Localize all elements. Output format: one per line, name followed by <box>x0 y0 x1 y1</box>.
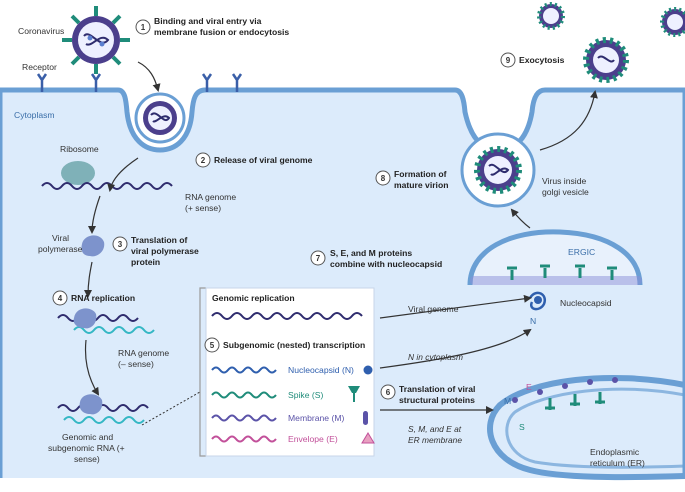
coronavirus-label: Coronavirus <box>18 26 64 36</box>
step-3-line3: protein <box>131 257 160 267</box>
membrane-icon <box>363 411 368 425</box>
step-8-line2: mature virion <box>394 180 448 190</box>
ribosome-icon <box>61 161 95 185</box>
cytoplasm-label: Cytoplasm <box>14 110 55 120</box>
step-2-number: 2 <box>201 156 206 165</box>
viral-polymerase-label-1: Viral <box>52 233 69 243</box>
step-9-line1: Exocytosis <box>519 55 565 65</box>
step-2-line1: Release of viral genome <box>214 155 313 165</box>
step-4-number: 4 <box>58 294 63 303</box>
step-5-line1: Subgenomic (nested) transcription <box>223 340 365 350</box>
n-in-cytoplasm-label: N in cytoplasm <box>408 352 463 362</box>
flow-arrows <box>84 61 598 414</box>
sme-er-label-2: ER membrane <box>408 435 462 445</box>
step-1-line2: membrane fusion or endocytosis <box>154 27 289 37</box>
golgi-vesicle-virus-icon <box>460 132 536 208</box>
rna-genome-negative-label-1: RNA genome <box>118 348 169 358</box>
step-1-number: 1 <box>141 23 146 32</box>
nucleocapsid-complex-icon <box>528 291 547 311</box>
ergic-spike-proteins <box>507 264 617 280</box>
genomic-subgenomic-label-3: sense) <box>74 454 100 464</box>
panel-item-spike: Spike (S) <box>288 390 323 400</box>
ergic-label: ERGIC <box>568 247 595 257</box>
panel-item-envelope: Envelope (E) <box>288 434 338 444</box>
rna-genome-positive <box>41 182 173 190</box>
genomic-subgenomic-label-1: Genomic and <box>62 432 113 442</box>
sme-er-label-1: S, M, and E at <box>408 424 462 434</box>
panel-item-nucleocapsid: Nucleocapsid (N) <box>288 365 354 375</box>
viral-polymerase-label-2: polymerase <box>38 244 83 254</box>
golgi-label-2: golgi vesicle <box>542 187 589 197</box>
coronavirus-icon <box>62 6 130 74</box>
receptor-label: Receptor <box>22 62 57 72</box>
e-label: E <box>526 382 532 392</box>
genomic-replication-title: Genomic replication <box>212 293 295 303</box>
step-8-number: 8 <box>381 174 386 183</box>
envelope-icon <box>361 432 375 444</box>
nucleocapsid-label: Nucleocapsid <box>560 298 612 308</box>
rna-genome-positive-label-2: (+ sense) <box>185 203 221 213</box>
s-label: S <box>519 422 525 432</box>
step-9-number: 9 <box>506 56 511 65</box>
rna-genome-positive-label-1: RNA genome <box>185 192 236 202</box>
step-3-number: 3 <box>118 240 123 249</box>
viral-genome-label: Viral genome <box>408 304 459 314</box>
receptor-icons <box>36 73 243 92</box>
step-7-line2: combine with nucleocapsid <box>330 259 442 269</box>
step-6-number: 6 <box>386 388 391 397</box>
transcription-panel <box>199 287 375 457</box>
step-7-number: 7 <box>316 254 321 263</box>
rna-genome-negative-label-2: (– sense) <box>118 359 154 369</box>
viral-polymerase-icon <box>81 235 105 257</box>
nucleocapsid-icon <box>363 365 373 375</box>
step-4-line1: RNA replication <box>71 293 135 303</box>
n-label: N <box>530 316 536 326</box>
step-7-line1: S, E, and M proteins <box>330 248 412 258</box>
ribosome-label: Ribosome <box>60 144 99 154</box>
panel-item-membrane: Membrane (M) <box>288 413 344 423</box>
er-spike-proteins <box>512 377 618 410</box>
subgenomic-polymerase-icon <box>79 394 103 415</box>
spike-icon <box>348 386 360 402</box>
endocytosed-virus-icon <box>134 92 186 144</box>
m-label: M <box>504 396 511 406</box>
step-3-line1: Translation of <box>131 235 187 245</box>
step-5-number: 5 <box>210 341 215 350</box>
step-6-line2: structural proteins <box>399 395 475 405</box>
step-badges <box>52 19 516 400</box>
er-label-1: Endoplasmic <box>590 447 640 457</box>
replication-polymerase-icon <box>73 308 97 329</box>
released-virus-icons <box>537 2 685 83</box>
step-1-line1: Binding and viral entry via <box>154 16 262 26</box>
step-8-line1: Formation of <box>394 169 447 179</box>
endoplasmic-reticulum <box>487 374 685 481</box>
step-3-line2: viral polymerase <box>131 246 199 256</box>
golgi-label-1: Virus inside <box>542 176 586 186</box>
er-label-2: reticulum (ER) <box>590 458 645 468</box>
step-6-line1: Translation of viral <box>399 384 475 394</box>
genomic-subgenomic-label-2: subgenomic RNA (+ <box>48 443 125 453</box>
